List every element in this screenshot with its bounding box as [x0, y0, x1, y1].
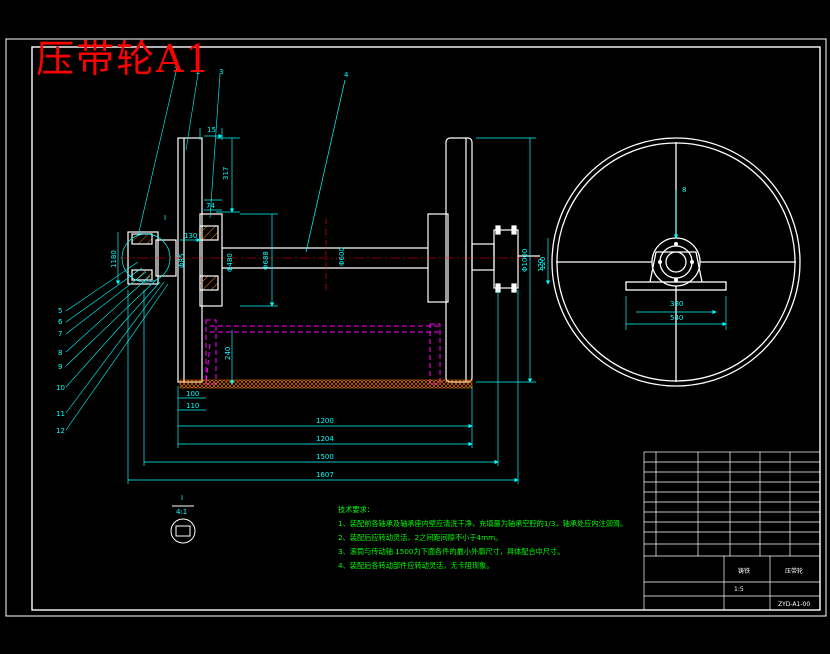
pulley-main-view [127, 137, 540, 383]
hidden-frame [205, 319, 441, 385]
balloon-8: 8 [58, 349, 62, 357]
dim-side-380: 380 [670, 300, 683, 308]
side-view-dims [625, 190, 727, 330]
dim-480: Φ480 [226, 253, 234, 272]
dim-85: Φ85 [178, 254, 186, 268]
dim-74: 74 [206, 202, 215, 210]
dim-1204: 1204 [316, 435, 334, 443]
balloon-leaders [65, 71, 221, 431]
dim-130: 130 [184, 232, 197, 240]
tech-note-2: 2、装配后应转动灵活，2之间距间隙不小于4mm。 [338, 533, 503, 542]
dim-15: 15 [207, 126, 216, 134]
dim-1200: 1200 [316, 417, 334, 425]
leader-4 [305, 79, 346, 253]
drawing-title: 压带轮A1 [36, 37, 212, 81]
dim-688: Φ688 [262, 251, 270, 270]
inner-frame [31, 46, 821, 611]
balloon-4: 4 [344, 71, 349, 79]
dim-100: 100 [186, 390, 199, 398]
dim-side-8: 8 [682, 186, 686, 194]
dim-side-120: 120 [537, 259, 545, 272]
balloon-1: 1 [174, 66, 178, 74]
pulley-side-view [551, 137, 801, 387]
tech-note-4: 4、装配后各转动部件应转动灵活，无卡阻现象。 [338, 561, 494, 570]
balloon-7: 7 [58, 330, 62, 338]
detail-circle-i [121, 233, 171, 283]
dimension-lines [115, 128, 551, 484]
dim-1180: 1180 [110, 250, 118, 268]
dim-600: Φ600 [338, 247, 346, 266]
title-block-drawing-no: ZYD-A1-00 [778, 601, 810, 608]
outer-frame [5, 38, 827, 617]
balloon-9: 9 [58, 363, 62, 371]
dim-1607: 1607 [316, 471, 334, 479]
title-block-scale: 1:5 [734, 586, 744, 593]
balloon-12: 12 [56, 427, 65, 435]
balloon-2: 2 [196, 68, 200, 76]
section-label-main: I [164, 214, 166, 222]
dim-side-540: 540 [670, 314, 683, 322]
tech-note-3: 3、滚筒与传动轴 1500为下面各件的最小外廓尺寸，具体配合中尺寸。 [338, 547, 565, 556]
dim-1000: Φ1000 [521, 249, 529, 272]
balloon-3: 3 [219, 68, 223, 76]
title-block [643, 451, 821, 611]
base-hatch [179, 379, 473, 389]
balloon-10: 10 [56, 384, 65, 392]
section-scale: 4:1 [176, 508, 187, 516]
dim-1500: 1500 [316, 453, 334, 461]
detail-i-view [170, 505, 196, 544]
tech-note-1: 1、装配前各轴承及轴承座内壁应清洗干净，充填量为轴承空腔的1/3，轴承处应内注润… [338, 519, 628, 528]
balloon-5: 5 [58, 307, 62, 315]
dim-110: 110 [186, 402, 199, 410]
section-label-detail: I [181, 494, 183, 502]
dim-120: 120 [539, 257, 547, 270]
tech-notes-heading: 技术要求： [338, 505, 374, 514]
technical-requirements: 技术要求： 1、装配前各轴承及轴承座内壁应清洗干净，充填量为轴承空腔的1/3，轴… [338, 503, 627, 573]
balloon-11: 11 [56, 410, 65, 418]
balloon-6: 6 [58, 318, 63, 326]
dim-240: 240 [224, 347, 232, 360]
dim-317: 317 [222, 167, 230, 180]
title-block-part-name: 压带轮 [785, 567, 803, 575]
bolt-holes [658, 242, 694, 282]
title-block-material: 铸铁 [738, 567, 750, 575]
